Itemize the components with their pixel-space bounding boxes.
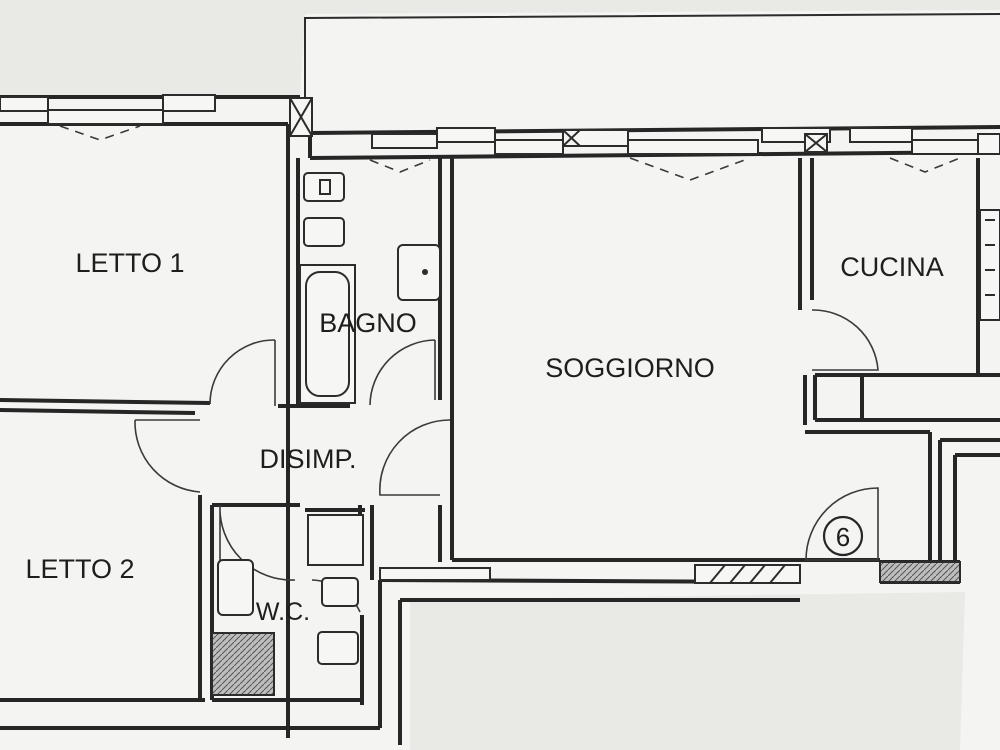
room-label-bagno: BAGNO (319, 308, 417, 338)
unit-number: 6 (836, 522, 850, 552)
bathroom-fixtures (211, 172, 1000, 696)
interior-walls (0, 158, 1000, 705)
room-label-disimp: DISIMP. (259, 444, 356, 474)
room-label-letto1: LETTO 1 (75, 248, 184, 278)
room-label-letto2: LETTO 2 (25, 554, 134, 584)
balcony-outline (304, 13, 1000, 100)
window-swings (59, 125, 961, 181)
room-labels: LETTO 1 LETTO 2 BAGNO DISIMP. SOGGIORNO … (25, 248, 943, 626)
room-label-soggiorno: SOGGIORNO (545, 353, 715, 383)
room-label-cucina: CUCINA (840, 252, 944, 282)
unit-number-marker: 6 (822, 515, 864, 557)
doors (134, 309, 879, 613)
windows (0, 94, 1000, 584)
room-label-wc: W.C. (256, 598, 310, 626)
